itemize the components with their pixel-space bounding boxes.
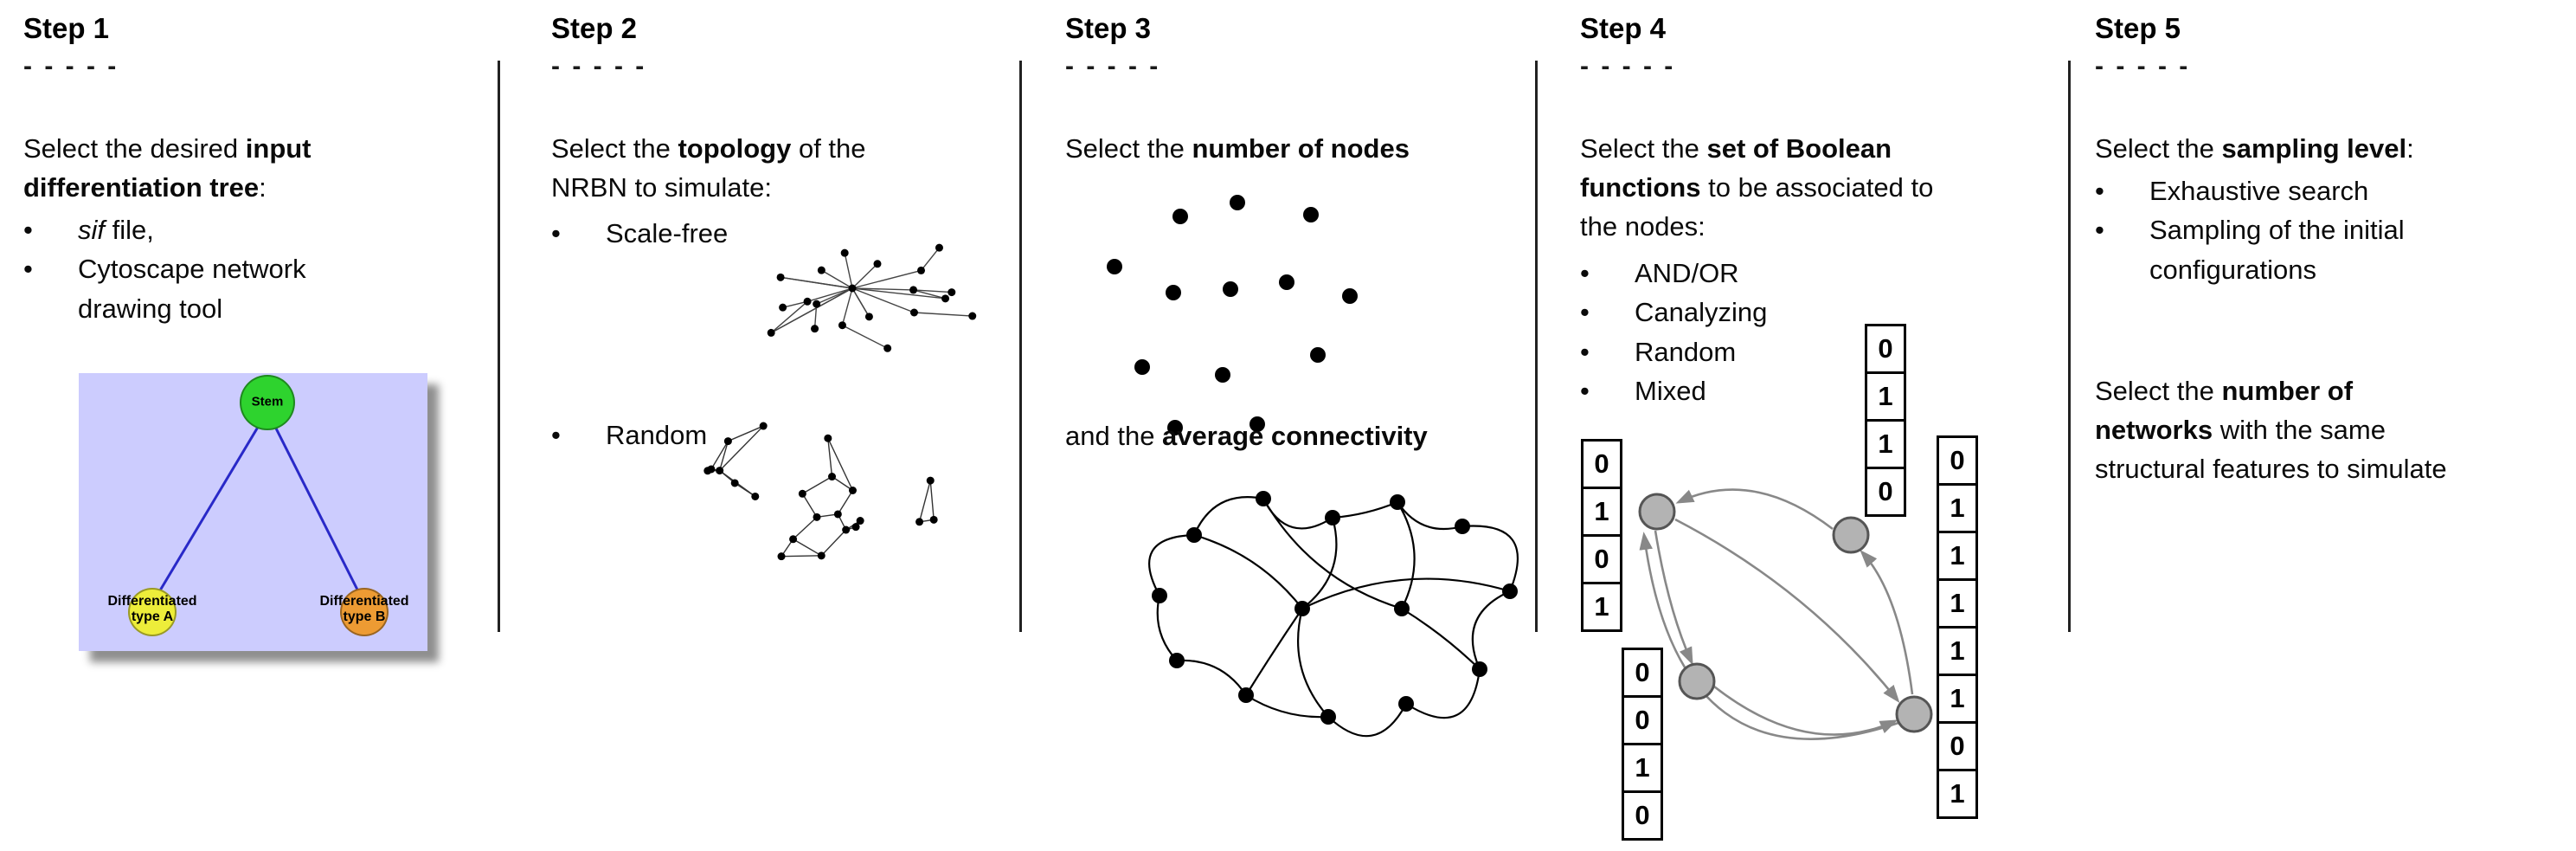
step1-dashes: - - - - - [23,52,119,81]
step4-dashes: - - - - - [1580,52,1676,81]
bullet-item: •Mixed [1580,371,2065,410]
step3-intro: Select the number of nodes [1065,133,1410,164]
truth-table-cell: 0 [1937,721,1978,771]
step1-title: Step 1 [23,12,110,44]
step2-bullet-scale-free: •Scale-free [551,214,1010,253]
step5-networks-text: Select the number of networks with the s… [2095,376,2447,484]
stem-node-label: Stem [251,394,284,409]
truth-table-cell: 0 [1937,435,1978,486]
truth-table-cell: 0 [1622,695,1663,745]
step4-intro: Select the set of Boolean functions to b… [1580,133,1934,242]
step1-bullet-list: •sif file, •Cytoscape network drawing to… [23,210,499,328]
bullet-icon: • [23,254,33,285]
bullet-item: •Sampling of the initial configurations [2095,210,2576,289]
bullet-item: •Random [551,416,1010,455]
bullet-item: •sif file, [23,210,499,249]
bullet-item: •Cytoscape network drawing tool [23,249,499,328]
tree-edges [151,410,366,604]
step2-bullet-random: •Random [551,416,1010,455]
truth-table-cell: 1 [1937,769,1978,819]
truth-table-cell: 1 [1937,483,1978,533]
differentiation-tree-graphic: Stem Differentiated type A Differentiate… [79,373,427,651]
bullet-icon: • [2095,176,2104,206]
bullet-item: •Random [1580,332,2065,371]
bullet-icon: • [1580,375,1590,406]
type-b-node-label: Differentiated type B [319,594,409,624]
bullet-icon: • [551,420,561,450]
truth-table-cell: 0 [1622,648,1663,698]
type-a-node-label: Differentiated type A [107,594,197,624]
step1-intro: Select the desired input differentiation… [23,133,312,203]
step5-title: Step 5 [2095,12,2181,44]
truth-table-cell: 1 [1581,487,1622,537]
bullet-icon: • [23,215,33,245]
bullet-icon: • [2095,215,2104,246]
step2-title: Step 2 [551,12,638,44]
bullet-item: •AND/OR [1580,254,2065,293]
step3-dashes: - - - - - [1065,52,1161,81]
bullet-item: •Exhaustive search [2095,171,2576,210]
bullet-item: •Scale-free [551,214,1010,253]
boolean-network-graphic [1638,488,1933,740]
truth-table-cell: 1 [1937,674,1978,724]
truth-table-cell: 0 [1581,439,1622,489]
bullet-icon: • [1580,297,1590,328]
bullet-icon: • [1580,336,1590,367]
truth-table-cell: 1 [1581,582,1622,632]
stem-node [240,375,295,430]
step4-bullet-list: •AND/OR •Canalyzing •Random •Mixed [1580,254,2065,410]
connectivity-graph-graphic [1148,491,1519,738]
truth-table-cell: 1 [1865,419,1906,469]
truth-table-cell: 0 [1581,534,1622,584]
truth-table-cell: 1 [1937,626,1978,676]
bullet-icon: • [1580,258,1590,288]
step5-bullet-list: •Exhaustive search •Sampling of the init… [2095,171,2576,289]
type-a-node [128,588,177,636]
truth-table-cell: 0 [1865,324,1906,374]
nodes-scatter-graphic [1107,195,1358,435]
step4-title: Step 4 [1580,12,1667,44]
step5-dashes: - - - - - [2095,52,2191,81]
step2-intro: Select the topology of the NRBN to simul… [551,133,866,203]
truth-table-cell: 1 [1937,578,1978,629]
type-b-node [340,588,389,636]
step3-title: Step 3 [1065,12,1152,44]
column-divider [1535,61,1538,632]
column-divider [1019,61,1022,632]
random-network-graphic [703,422,938,561]
truth-table-cell: 1 [1937,531,1978,581]
truth-table-cell: 0 [1865,467,1906,517]
scale-free-network-graphic [767,243,977,352]
step2-dashes: - - - - - [551,52,647,81]
bullet-icon: • [551,218,561,248]
column-divider [2068,61,2071,632]
truth-table-cell: 0 [1622,790,1663,841]
truth-table-cell: 1 [1622,743,1663,793]
column-divider [498,61,500,632]
step5-intro: Select the sampling level: [2095,133,2414,164]
truth-table-cell: 1 [1865,371,1906,422]
bullet-item: •Canalyzing [1580,293,2065,332]
step3-connectivity-text: and the average connectivity [1065,421,1428,451]
